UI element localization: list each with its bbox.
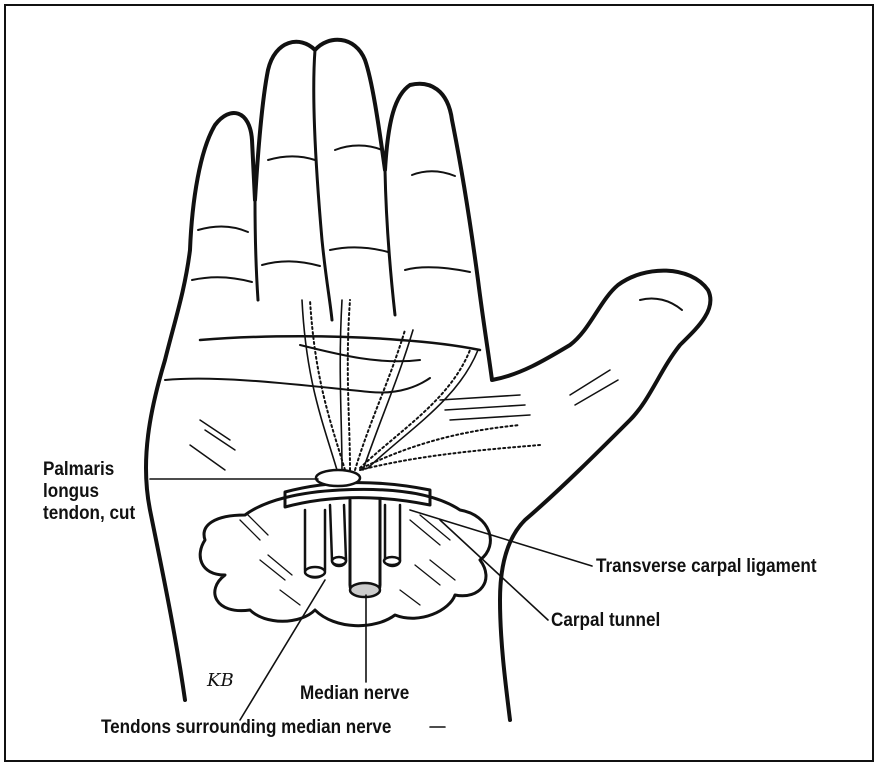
label-median-nerve: Median nerve bbox=[300, 683, 409, 705]
label-palmaris-line2: longus bbox=[43, 481, 135, 503]
median-nerve-branches bbox=[310, 300, 540, 470]
label-transverse-carpal-ligament: Transverse carpal ligament bbox=[596, 556, 817, 578]
finger-line-2 bbox=[314, 50, 332, 320]
label-palmaris-line3: tendon, cut bbox=[43, 503, 135, 525]
palmaris-stump bbox=[316, 470, 360, 486]
label-palmaris-longus: Palmaris longus tendon, cut bbox=[43, 459, 135, 525]
artist-signature: KB bbox=[207, 670, 234, 691]
finger-line-1 bbox=[255, 200, 258, 300]
label-palmaris-line1: Palmaris bbox=[43, 459, 135, 481]
finger-line-3 bbox=[385, 170, 395, 315]
label-tendons: Tendons surrounding median nerve bbox=[101, 717, 391, 739]
label-carpal-tunnel: Carpal tunnel bbox=[551, 610, 660, 632]
